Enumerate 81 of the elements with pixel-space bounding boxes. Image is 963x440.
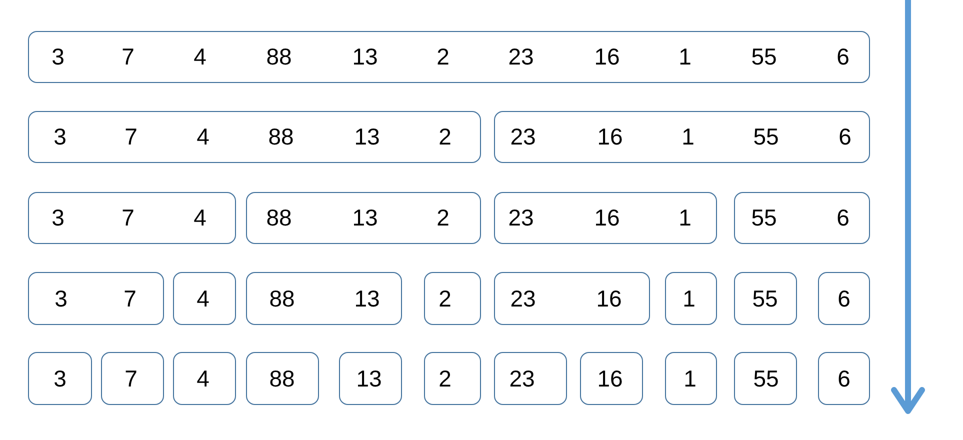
array-box [28, 111, 481, 163]
array-value: 4 [196, 287, 210, 310]
array-box [494, 272, 650, 325]
array-value: 23 [510, 287, 536, 310]
array-value: 13 [354, 126, 380, 148]
array-value: 3 [54, 126, 66, 148]
array-value: 2 [438, 367, 452, 390]
array-value: 55 [753, 126, 779, 148]
array-value: 4 [194, 46, 206, 68]
array-value: 55 [752, 287, 778, 310]
array-value: 1 [682, 126, 694, 148]
array-box [494, 111, 870, 163]
array-box [246, 192, 481, 244]
array-value: 3 [54, 287, 68, 310]
array-box [734, 272, 797, 325]
array-value: 55 [753, 367, 779, 390]
array-value: 7 [124, 367, 138, 390]
array-value: 88 [266, 206, 292, 230]
array-value: 23 [510, 126, 536, 148]
array-value: 88 [268, 126, 294, 148]
array-value: 16 [597, 126, 623, 148]
array-box [28, 352, 92, 405]
array-box [580, 352, 643, 405]
array-box [424, 352, 481, 405]
array-value: 88 [266, 46, 292, 68]
array-value: 13 [352, 206, 378, 230]
array-value: 4 [194, 206, 206, 230]
array-box [424, 272, 481, 325]
array-value: 4 [196, 367, 210, 390]
array-value: 88 [269, 287, 295, 310]
array-value: 23 [508, 206, 534, 230]
array-box [734, 352, 797, 405]
array-value: 7 [124, 287, 136, 310]
array-box [28, 192, 236, 244]
array-value: 2 [436, 46, 450, 68]
array-value: 16 [594, 206, 620, 230]
array-value: 13 [356, 367, 382, 390]
array-box [173, 352, 236, 405]
array-box [339, 352, 402, 405]
array-value: 3 [52, 206, 64, 230]
array-value: 55 [751, 46, 777, 68]
array-value: 13 [352, 46, 378, 68]
array-value: 1 [684, 367, 696, 390]
array-value: 2 [438, 287, 452, 310]
array-value: 6 [838, 126, 852, 148]
array-value: 6 [836, 206, 850, 230]
array-box [28, 272, 164, 325]
array-value: 2 [438, 126, 452, 148]
array-value: 13 [354, 287, 380, 310]
array-value: 3 [52, 46, 64, 68]
array-box [101, 352, 164, 405]
array-value: 4 [196, 126, 210, 148]
array-value: 6 [836, 46, 850, 68]
array-box [246, 352, 319, 405]
array-value: 16 [597, 367, 623, 390]
array-box [173, 272, 236, 325]
array-box [494, 192, 717, 244]
array-box [665, 272, 717, 325]
array-value: 23 [508, 46, 534, 68]
array-value: 1 [682, 287, 696, 310]
array-value: 7 [122, 206, 134, 230]
array-box [818, 272, 870, 325]
array-box [665, 352, 717, 405]
array-value: 16 [594, 46, 620, 68]
array-value: 7 [124, 126, 138, 148]
array-value: 16 [596, 287, 622, 310]
array-value: 55 [751, 206, 777, 230]
array-box [246, 272, 402, 325]
array-box [818, 352, 870, 405]
array-value: 88 [269, 367, 295, 390]
array-value: 1 [678, 46, 692, 68]
array-value: 23 [509, 367, 535, 390]
array-value: 6 [838, 287, 850, 310]
array-value: 2 [436, 206, 450, 230]
array-value: 1 [678, 206, 692, 230]
array-value: 3 [54, 367, 66, 390]
array-value: 6 [838, 367, 850, 390]
array-box [734, 192, 870, 244]
array-value: 7 [122, 46, 134, 68]
array-box [28, 31, 870, 83]
array-box [494, 352, 567, 405]
